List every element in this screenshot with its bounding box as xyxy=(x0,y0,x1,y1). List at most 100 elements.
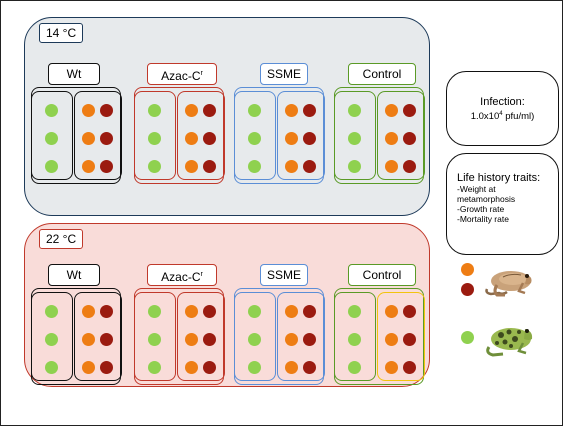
dot-orange xyxy=(385,132,398,145)
legend-dot-orange xyxy=(461,263,474,276)
dot-orange xyxy=(185,104,198,117)
dot-green xyxy=(45,361,58,374)
dot-orange xyxy=(385,333,398,346)
group-label-text: Wt xyxy=(66,268,82,282)
dot-green xyxy=(45,104,58,117)
dot-orange xyxy=(185,160,198,173)
legend-dot-dark-red xyxy=(461,283,474,296)
legend-dot-green xyxy=(461,331,474,344)
dot-orange xyxy=(82,361,95,374)
group-box-infected xyxy=(377,91,425,180)
dot-orange xyxy=(285,132,298,145)
dot-dark-red xyxy=(403,305,416,318)
dot-orange xyxy=(185,132,198,145)
temperature-label: 14 °C xyxy=(39,23,84,43)
group-box-uninfected xyxy=(134,292,176,381)
group-box-uninfected xyxy=(31,292,73,381)
dose-exponent: 4 xyxy=(499,111,503,117)
group-box-infected xyxy=(177,91,225,180)
group-box-infected xyxy=(377,292,425,381)
group-label-text: SSME xyxy=(266,67,301,81)
life-history-item: -Weight at xyxy=(457,184,496,194)
group-label-text: Control xyxy=(362,268,402,282)
dot-orange xyxy=(285,104,298,117)
group-box-uninfected xyxy=(31,91,73,180)
dot-dark-red xyxy=(403,333,416,346)
dot-dark-red xyxy=(100,361,113,374)
group-box-uninfected xyxy=(234,91,276,180)
group-box-infected xyxy=(177,292,225,381)
dot-green xyxy=(248,361,261,374)
group-label-text: Wt xyxy=(66,67,82,81)
dot-green xyxy=(148,132,161,145)
dot-green xyxy=(45,132,58,145)
dot-green xyxy=(248,160,261,173)
dot-green xyxy=(45,305,58,318)
dot-dark-red xyxy=(303,104,316,117)
dot-dark-red xyxy=(203,333,216,346)
group-box-uninfected xyxy=(134,91,176,180)
dot-green xyxy=(148,333,161,346)
dot-dark-red xyxy=(203,305,216,318)
dose-unit: pfu/ml) xyxy=(502,111,535,123)
dot-dark-red xyxy=(100,132,113,145)
dot-orange xyxy=(385,361,398,374)
group-label-superscript: r xyxy=(200,70,203,77)
group-box-infected xyxy=(74,91,122,180)
dot-orange xyxy=(285,160,298,173)
life-history-title: Life history traits: xyxy=(457,172,541,184)
dot-dark-red xyxy=(100,104,113,117)
dot-orange xyxy=(285,333,298,346)
dot-green xyxy=(148,305,161,318)
dot-orange xyxy=(185,361,198,374)
dot-dark-red xyxy=(203,361,216,374)
dot-green xyxy=(348,104,361,117)
group-label-wt: Wt xyxy=(48,264,100,286)
infection-title: Infection: xyxy=(480,96,525,108)
group-box-infected xyxy=(277,292,325,381)
dot-orange xyxy=(82,160,95,173)
dot-green xyxy=(348,361,361,374)
dot-orange xyxy=(385,160,398,173)
dot-dark-red xyxy=(203,132,216,145)
dot-dark-red xyxy=(303,160,316,173)
dot-orange xyxy=(285,361,298,374)
life-history-item: -Growth rate xyxy=(457,204,505,214)
dot-dark-red xyxy=(203,104,216,117)
group-box-uninfected xyxy=(334,292,376,381)
leopard-frog-icon xyxy=(483,317,535,359)
group-box-infected xyxy=(74,292,122,381)
wood-frog-icon xyxy=(483,259,535,299)
dot-dark-red xyxy=(303,132,316,145)
dot-dark-red xyxy=(100,160,113,173)
dot-orange xyxy=(82,104,95,117)
group-label-wt: Wt xyxy=(48,63,100,85)
dot-orange xyxy=(82,305,95,318)
dot-green xyxy=(248,305,261,318)
group-label-azacc: Azac-Cr xyxy=(147,63,217,85)
group-label-ssme: SSME xyxy=(260,264,308,286)
group-box-uninfected xyxy=(334,91,376,180)
dot-green xyxy=(348,305,361,318)
dot-dark-red xyxy=(303,361,316,374)
group-label-text: Azac-C xyxy=(161,69,201,83)
panel-22c: 22 °C xyxy=(24,223,430,387)
group-label-ssme: SSME xyxy=(260,63,308,85)
dot-orange xyxy=(82,132,95,145)
dot-dark-red xyxy=(403,104,416,117)
dot-green xyxy=(248,132,261,145)
life-history-box: Life history traits: -Weight at metamorp… xyxy=(446,153,559,255)
dot-green xyxy=(148,104,161,117)
group-box-uninfected xyxy=(234,292,276,381)
infection-box: Infection: 1.0x104 pfu/ml) xyxy=(446,71,559,146)
dot-green xyxy=(45,160,58,173)
dot-orange xyxy=(385,104,398,117)
group-label-control: Control xyxy=(348,264,416,286)
group-label-superscript: r xyxy=(200,271,203,278)
dot-orange xyxy=(185,333,198,346)
dot-green xyxy=(148,160,161,173)
life-history-item: -Mortality rate xyxy=(457,214,509,224)
dot-green xyxy=(348,132,361,145)
dot-dark-red xyxy=(100,333,113,346)
